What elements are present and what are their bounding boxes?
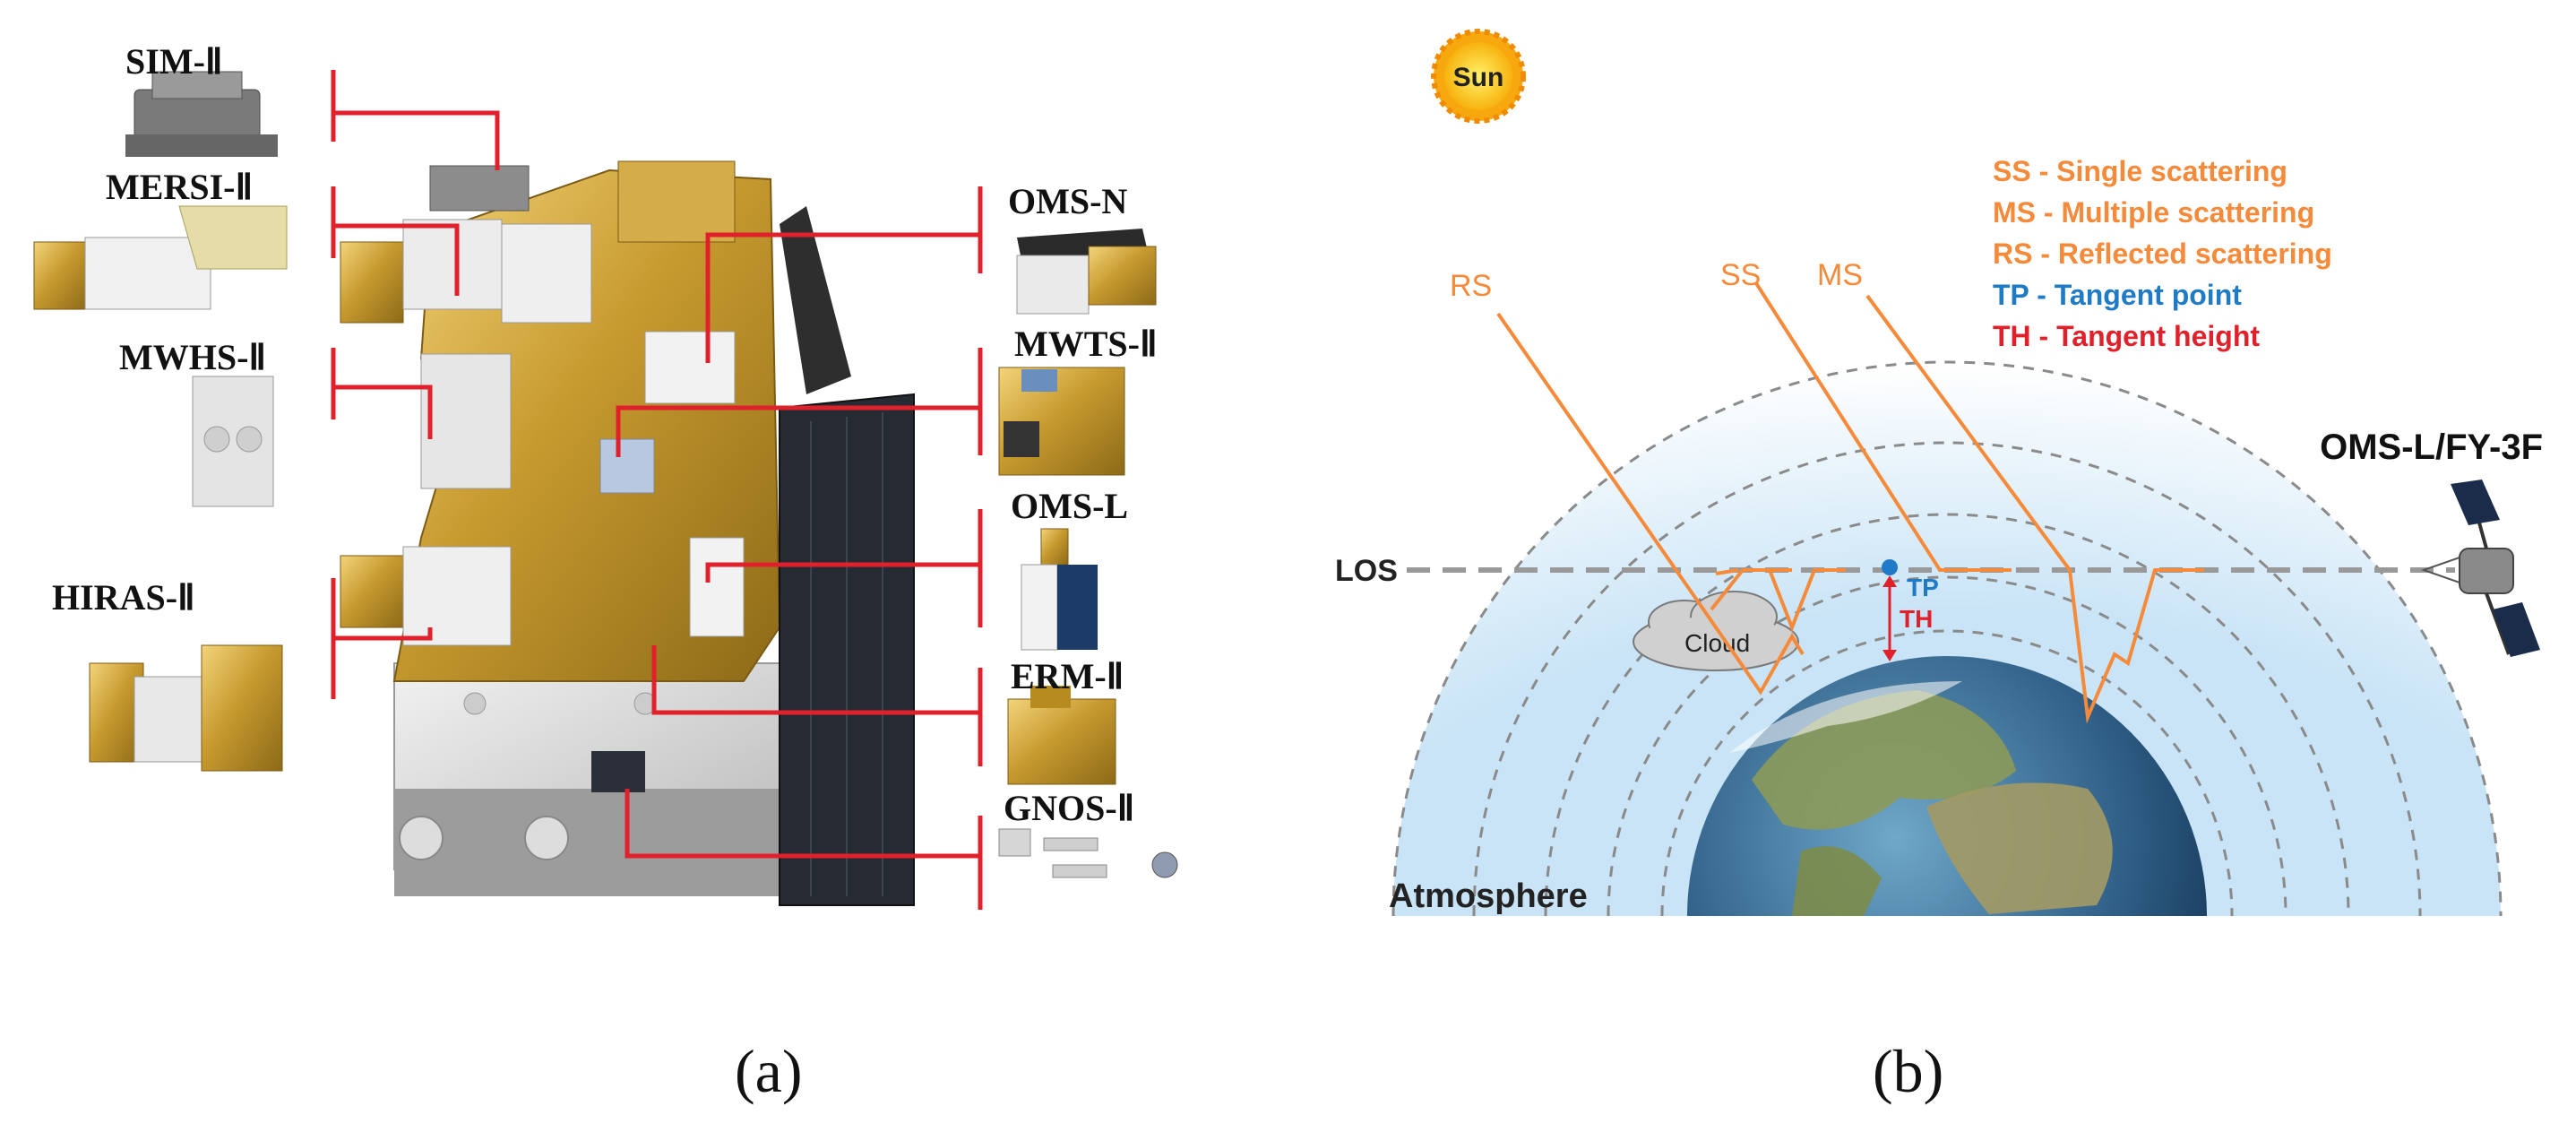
label-mwts-ii: MWTS-Ⅱ bbox=[1014, 324, 1158, 364]
tp-label: TP bbox=[1907, 574, 1939, 601]
cloud bbox=[1633, 591, 1799, 671]
earth bbox=[1687, 656, 2207, 916]
mwts-ii-thumbnail bbox=[998, 367, 1125, 476]
atmosphere-label: Atmosphere bbox=[1389, 877, 1588, 915]
legend-tp: TP - Tangent point bbox=[1993, 279, 2242, 311]
ray-rs-up bbox=[1715, 568, 1739, 575]
gnos-ii-thumbnail bbox=[998, 828, 1178, 878]
panel-a: SIM-Ⅱ MERSI-Ⅱ MWHS-Ⅱ HIRAS-Ⅱ OMS-N MWTS-… bbox=[33, 41, 1178, 1105]
mersi-ii-thumbnail bbox=[33, 205, 288, 310]
hiras-ii-thumbnail bbox=[89, 644, 283, 772]
legend-ss: SS - Single scattering bbox=[1993, 155, 2287, 187]
label-mwhs-ii: MWHS-Ⅱ bbox=[119, 337, 266, 377]
los-label: LOS bbox=[1335, 554, 1398, 588]
legend-rs: RS - Reflected scattering bbox=[1993, 238, 2332, 270]
label-sim-ii: SIM-Ⅱ bbox=[125, 41, 223, 82]
caption-a: (a) bbox=[735, 1037, 802, 1105]
label-oms-l: OMS-L bbox=[1011, 486, 1128, 526]
label-hiras-ii: HIRAS-Ⅱ bbox=[52, 577, 195, 618]
satellite-body bbox=[340, 160, 915, 906]
ray-rs bbox=[1496, 312, 1805, 696]
label-mersi-ii: MERSI-Ⅱ bbox=[106, 167, 253, 207]
ray-label-ms: MS bbox=[1817, 258, 1863, 292]
atmosphere-shells bbox=[1391, 360, 2503, 917]
ray-ss bbox=[1768, 568, 1846, 633]
label-gnos-ii: GNOS-Ⅱ bbox=[1004, 788, 1134, 828]
cloud-label: Cloud bbox=[1684, 629, 1750, 657]
leader-lines bbox=[331, 70, 983, 910]
satellite-label: OMS-L/FY-3F bbox=[2320, 428, 2543, 467]
oms-n-thumbnail bbox=[1016, 229, 1157, 315]
label-oms-n: OMS-N bbox=[1008, 181, 1127, 221]
label-erm-ii: ERM-Ⅱ bbox=[1011, 656, 1124, 696]
mwhs-ii-thumbnail bbox=[192, 376, 274, 507]
tangent-height-arrow-head-top bbox=[1882, 575, 1897, 587]
th-label: TH bbox=[1900, 605, 1933, 633]
sim-ii-thumbnail bbox=[125, 71, 278, 157]
panel-b: Cloud LOS RS SS MS TP TH Sun S bbox=[1335, 29, 2543, 1105]
instrument-thumbnails-right bbox=[998, 229, 1178, 878]
ray-ms bbox=[1865, 294, 2204, 724]
tangent-height-arrow-head-bottom bbox=[1882, 650, 1897, 661]
oms-l-thumbnail bbox=[1021, 528, 1098, 651]
ray-label-ss: SS bbox=[1720, 258, 1761, 292]
rays bbox=[1496, 281, 2204, 724]
sun-label: Sun bbox=[1453, 63, 1504, 92]
satellite-icon bbox=[2420, 480, 2540, 657]
ray-label-rs: RS bbox=[1450, 269, 1492, 303]
tangent-point-marker bbox=[1882, 559, 1898, 575]
ray-ss-main bbox=[1754, 281, 2012, 572]
caption-b: (b) bbox=[1873, 1037, 1943, 1105]
legend: SS - Single scattering MS - Multiple sca… bbox=[1993, 155, 2332, 352]
legend-th: TH - Tangent height bbox=[1993, 320, 2260, 352]
ray-rs-los bbox=[1710, 568, 1792, 611]
sun-icon bbox=[1431, 29, 1526, 124]
erm-ii-thumbnail bbox=[1007, 686, 1116, 785]
atmosphere-region bbox=[1393, 362, 2501, 916]
instrument-thumbnails-left bbox=[33, 71, 288, 772]
legend-ms: MS - Multiple scattering bbox=[1993, 196, 2314, 229]
